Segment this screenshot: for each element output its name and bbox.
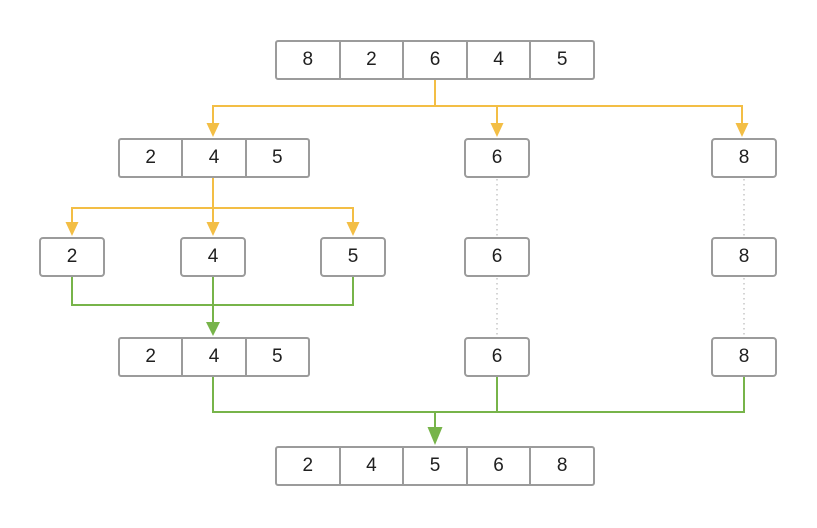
array-cell: 4 [465,42,530,78]
array-cell: 4 [338,448,403,484]
array-cell: 2 [338,42,403,78]
array-cell: 5 [244,339,308,375]
array-cell: 8 [529,448,593,484]
array-cell: 6 [402,42,466,78]
single-node-row4-mid: 6 [464,337,530,377]
array-cell: 2 [145,346,156,367]
array-node-row4-left: 2 4 5 [118,337,310,377]
arrow-down-icon [735,123,749,137]
single-node-row3-right: 8 [711,237,777,277]
single-node-row2-mid: 6 [464,138,530,178]
array-node-row1: 8 2 6 4 5 [275,40,595,80]
arrow-down-icon [65,222,79,236]
array-cell: 2 [302,455,314,476]
array-cell: 2 [145,147,156,168]
arrow-down-icon [427,427,443,445]
array-cell: 4 [181,140,244,176]
merge-connector-1 [71,277,354,328]
array-cell: 6 [465,448,530,484]
single-node-row3-mid: 6 [464,237,530,277]
array-node-row2-left: 2 4 5 [118,138,310,178]
split-connector-1 [212,80,743,128]
arrow-down-icon [206,123,220,137]
array-cell: 5 [529,42,593,78]
array-node-row5: 2 4 5 6 8 [275,446,595,486]
arrow-down-icon [346,222,360,236]
arrow-down-icon [206,222,220,236]
single-node-row4-right: 8 [711,337,777,377]
single-node-row2-right: 8 [711,138,777,178]
merge-connector-2 [212,377,745,437]
split-connector-2 [71,178,354,228]
array-cell: 8 [302,49,314,70]
array-cell: 4 [181,339,244,375]
arrow-down-icon [206,322,220,336]
single-node-row3-left3: 5 [320,237,386,277]
arrow-down-icon [490,123,504,137]
single-node-row3-left2: 4 [180,237,246,277]
array-cell: 5 [244,140,308,176]
single-node-row3-left1: 2 [39,237,105,277]
array-cell: 5 [402,448,466,484]
